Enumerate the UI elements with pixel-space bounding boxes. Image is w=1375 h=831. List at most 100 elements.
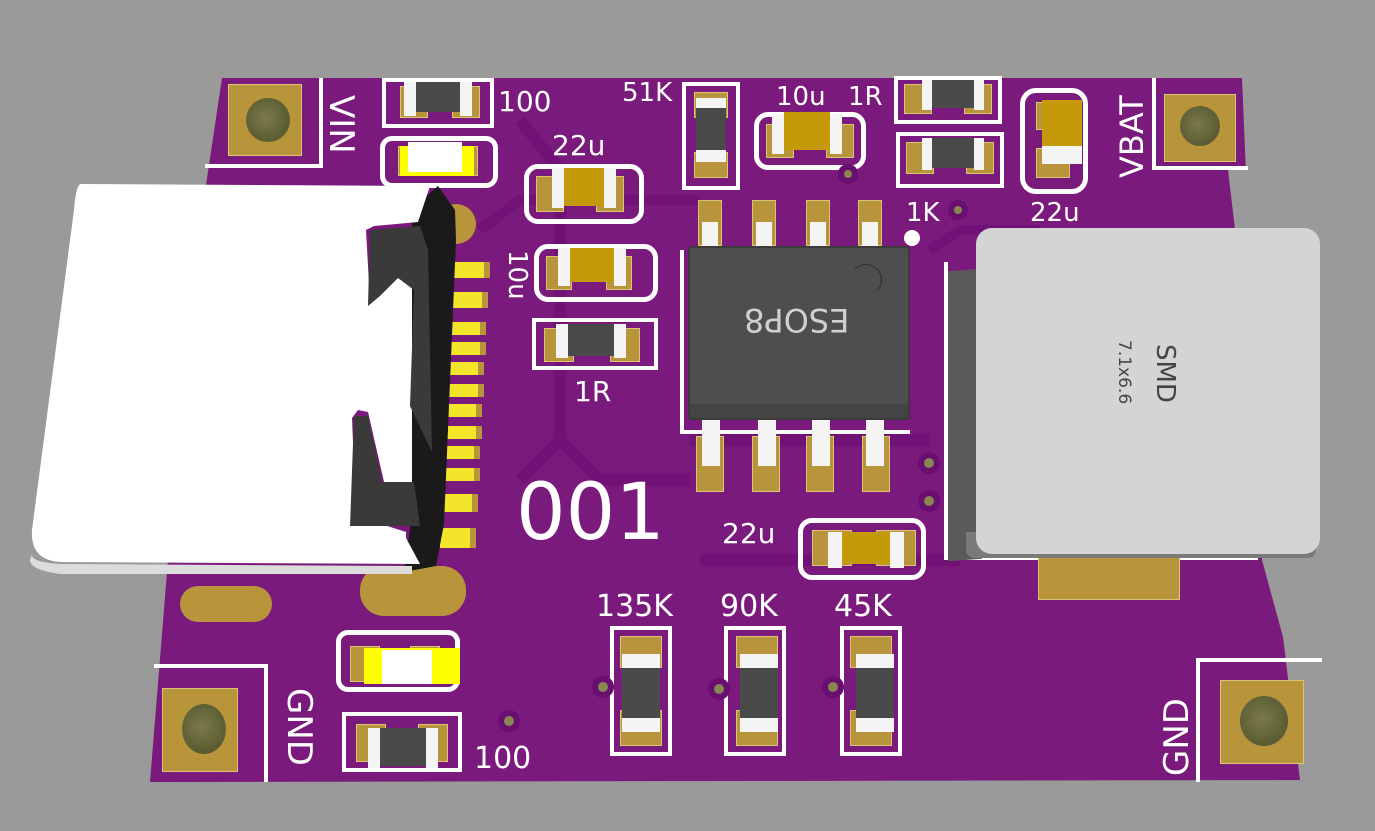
board-id-label: 001 [516,468,665,558]
r-led-top-silk [382,78,494,128]
cap-end [558,248,570,286]
res-cap [974,138,984,170]
usb-c-connector[interactable] [0,170,480,610]
gnd-right-label: GND [1157,698,1197,776]
usb-pin [448,362,484,375]
resistor-1r-left[interactable] [568,324,614,356]
via [598,682,608,692]
c-22u-top-left-label: 22u [552,129,606,162]
res-cap [740,718,778,732]
vin-silk-outline [205,78,323,168]
r-45k-label: 45K [834,589,892,624]
ic-silk-outline [680,250,910,434]
vbat-silk-outline [1152,78,1248,170]
c-22u-top-left-silk [524,164,644,224]
r-led-bottom-label: 100 [474,741,532,776]
inductor-smd[interactable]: SMD 7.1x6.6 [976,228,1320,554]
inductor-type-label: SMD [1150,344,1180,403]
r-135k-silk [610,626,672,756]
capacitor-10u-side[interactable] [570,248,614,282]
usb-pin [452,292,488,308]
ic-esop8[interactable]: ESOP8 [688,246,910,420]
r-51k-silk [682,82,740,190]
inductor-pad [1038,556,1180,600]
usb-pin [448,384,484,397]
r-45k-silk [840,626,902,756]
ic-lead [862,222,878,248]
c-10u-side-label: 10u [502,250,532,300]
usb-pin [444,446,480,459]
capacitor-22u-bottom[interactable] [842,532,890,564]
res-cap [622,718,660,732]
led-top-silk [380,136,498,188]
resistor-r-led-top[interactable] [416,82,460,112]
capacitor-22u-top-left[interactable] [564,168,604,206]
gnd-left-label: GND [279,688,319,766]
r-1r-top-label: 1R [848,82,883,112]
cap-end [828,532,842,568]
res-cap [922,80,932,110]
cap-end [614,248,626,286]
led-top-lens [408,142,462,172]
resistor-51k[interactable] [696,108,726,150]
res-cap [856,654,894,668]
resistor-135k[interactable] [622,668,660,718]
via [844,170,852,178]
ic-lead [812,414,830,466]
usb-pin [446,426,482,439]
res-cap [368,728,380,768]
ic-lead [756,222,772,248]
gnd-right-silk-outline [1196,658,1322,782]
gnd-right-hole [1240,696,1288,746]
inductor-size-label: 7.1x6.6 [1114,340,1134,405]
capacitor-10u-top[interactable] [784,112,830,150]
usb-pin [446,404,482,417]
capacitor-22u-top-right[interactable] [1042,100,1082,148]
res-cap [404,82,416,116]
led-bottom-lens [382,650,432,684]
cap-end [604,168,616,208]
res-cap [460,82,472,116]
resistor-r-led-bottom[interactable] [380,728,426,766]
ic-pin1-dimple [850,264,882,296]
c-10u-top-label: 10u [776,82,826,112]
usb-pin [450,342,486,355]
cap-end [830,114,842,154]
via [714,684,724,694]
res-cap [426,728,438,768]
res-cap [974,80,984,110]
r-led-bottom-silk [342,712,462,772]
via [924,458,934,468]
ic-package-label: ESOP8 [744,301,850,339]
c-22u-bottom-label: 22u [722,517,776,550]
resistor-90k[interactable] [740,668,778,718]
resistor-1r-top[interactable] [932,80,974,108]
r-1r-left-label: 1R [574,375,612,408]
vin-hole [246,98,290,142]
vin-label: VIN [321,95,361,154]
res-cap [696,150,726,162]
resistor-1k[interactable] [932,138,974,168]
res-cap [614,324,626,358]
r-1r-top-silk [894,76,1002,124]
via [924,496,934,506]
pin1-marker [904,230,920,246]
vbat-label: VBAT [1113,95,1151,178]
ic-lead [702,222,718,248]
vbat-hole [1180,106,1220,146]
cap-end [772,114,784,154]
usb-pin [442,494,478,512]
via [954,206,962,214]
r-1k-label: 1K [906,198,940,228]
r-led-top-label: 100 [498,85,552,118]
r-1r-left-silk [532,318,658,370]
res-cap [856,718,894,732]
usb-pin [440,528,476,548]
gnd-left-hole [182,704,226,754]
usb-shield-pad-bottom-right [360,566,466,616]
ic-lead [758,414,776,466]
r-90k-silk [724,626,786,756]
ic-lead [810,222,826,248]
resistor-45k[interactable] [856,668,894,718]
res-cap [740,654,778,668]
